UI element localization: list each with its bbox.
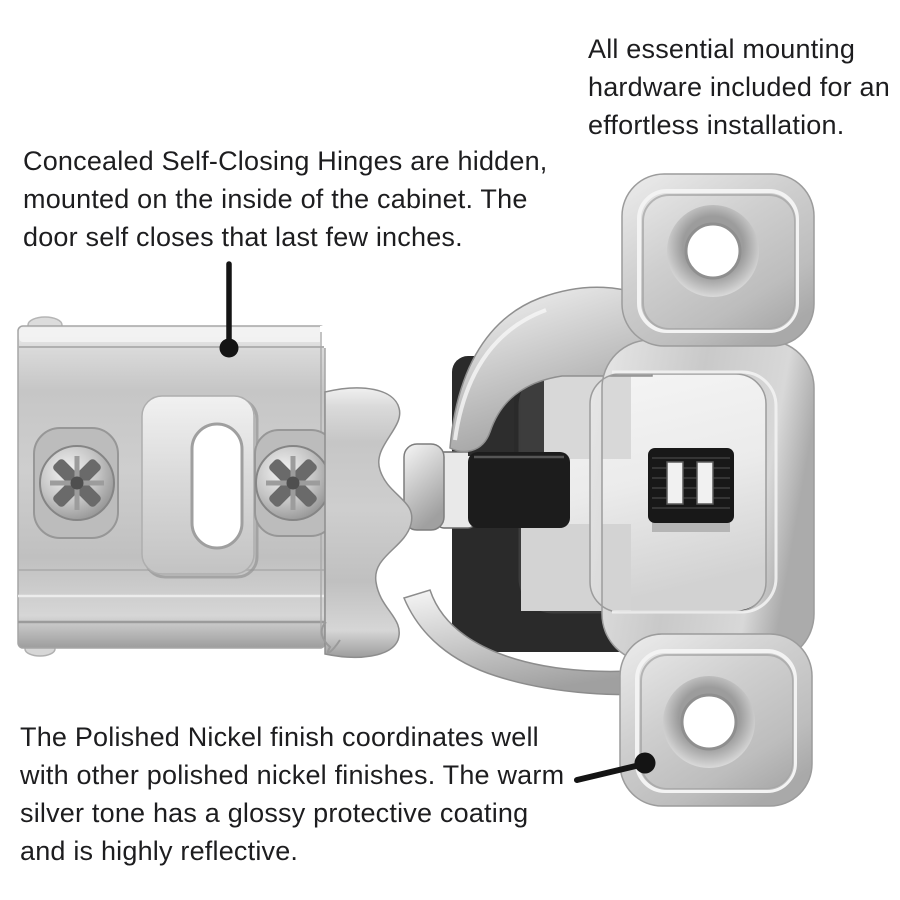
annotation-line: with other polished nickel finishes. The… [20,760,565,790]
adjustment-slot [696,461,714,505]
wing-tab-top [621,173,815,347]
annotation-line: and is highly reflective. [20,836,299,866]
callout-finish [574,752,656,783]
annotation-line: silver tone has a glossy protective coat… [20,798,529,828]
annotation-line: All essential mounting [588,34,856,64]
annotation-line: door self closes that last few inches. [23,222,463,252]
plate-slot-pad [141,395,259,579]
plate-corner-notch [320,326,334,348]
screw-left [39,445,115,521]
mounting-plate [17,316,336,657]
spring-clip-black [468,452,570,528]
annotation-line: effortless installation. [588,110,845,140]
screw-hole-bottom [680,693,738,751]
annotation-polished-nickel: The Polished Nickel finish coordinates w… [20,718,564,870]
adjustment-block [648,448,734,532]
adjustment-slot [666,461,684,505]
mounting-slot [190,422,244,550]
spring-clip-metal [324,387,413,659]
annotation-concealed-hinges: Concealed Self-Closing Hinges are hidden… [23,142,548,256]
callout-dot [219,338,239,358]
wing-plate [589,173,815,807]
metal-finger [403,443,445,531]
callout-concealed [219,261,239,358]
screw-hole-top [684,222,742,280]
annotation-line: Concealed Self-Closing Hinges are hidden… [23,146,548,176]
annotation-line: hardware included for an [588,72,890,102]
annotation-mounting-hardware: All essential mounting hardware included… [588,30,890,144]
plate-top-bevel [19,328,323,342]
hinge-arm [320,286,772,696]
callout-dot [634,752,656,774]
annotation-line: mounted on the inside of the cabinet. Th… [23,184,528,214]
screw-right [255,445,331,521]
wing-tab-bottom [619,633,813,807]
annotation-line: The Polished Nickel finish coordinates w… [20,722,539,752]
